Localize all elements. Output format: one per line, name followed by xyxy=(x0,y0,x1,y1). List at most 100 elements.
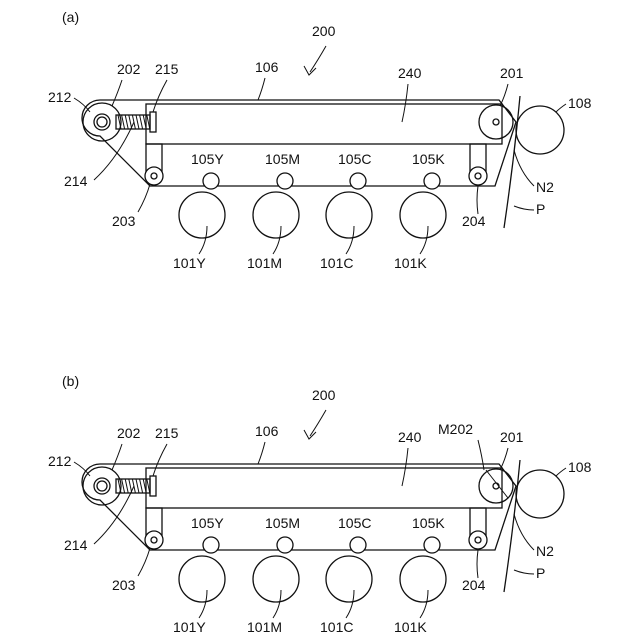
leader-202 xyxy=(112,80,122,106)
panel-caption: (b) xyxy=(62,373,79,389)
photoreceptor-drum-2 xyxy=(326,556,372,602)
primary-roller-3 xyxy=(424,537,440,553)
leader-N2 xyxy=(514,514,534,550)
roller-201-axis xyxy=(493,119,499,125)
leader-215 xyxy=(153,444,167,476)
label-214: 214 xyxy=(64,537,88,553)
roller-202 xyxy=(83,103,121,141)
label-primary-1: 105M xyxy=(265,515,300,531)
label-201: 201 xyxy=(500,429,524,445)
spring-coil xyxy=(136,115,139,129)
label-P: P xyxy=(536,565,545,581)
primary-roller-0 xyxy=(203,173,219,189)
label-N2: N2 xyxy=(536,179,554,195)
panel-caption: (a) xyxy=(62,9,79,25)
leader-214 xyxy=(94,486,134,544)
label-204: 204 xyxy=(462,577,486,593)
secondary-transfer-roller-108 xyxy=(516,470,564,518)
photoreceptor-drum-3 xyxy=(400,556,446,602)
label-106: 106 xyxy=(255,59,279,75)
secondary-transfer-roller-108 xyxy=(516,106,564,154)
primary-roller-3 xyxy=(424,173,440,189)
label-assembly: 200 xyxy=(312,23,336,39)
panel-a: (a)200105Y101Y105M101M105C101C105K101K21… xyxy=(48,9,592,271)
screw-head xyxy=(150,112,156,132)
spring-coil xyxy=(140,479,143,493)
assembly-arrowhead xyxy=(304,66,316,75)
spring-coil xyxy=(136,479,139,493)
label-primary-2: 105C xyxy=(338,515,371,531)
label-primary-3: 105K xyxy=(412,151,445,167)
primary-roller-0 xyxy=(203,537,219,553)
label-214: 214 xyxy=(64,173,88,189)
roller-202 xyxy=(83,467,121,505)
label-drum-1: 101M xyxy=(247,619,282,635)
leader-240 xyxy=(402,448,408,486)
leader-P xyxy=(514,206,534,210)
roller-204 xyxy=(469,531,487,549)
frame-240 xyxy=(146,468,502,508)
primary-roller-2 xyxy=(350,173,366,189)
spring-coil xyxy=(122,479,125,493)
movement-line xyxy=(486,470,508,498)
label-primary-0: 105Y xyxy=(191,515,224,531)
roller-203 xyxy=(145,167,163,185)
label-P: P xyxy=(536,201,545,217)
panel-b: (b)200105Y101Y105M101M105C101C105K101K21… xyxy=(48,373,592,635)
label-drum-3: 101K xyxy=(394,619,427,635)
roller-203 xyxy=(145,531,163,549)
label-215: 215 xyxy=(155,425,179,441)
roller-204 xyxy=(469,167,487,185)
photoreceptor-drum-1 xyxy=(253,556,299,602)
leader-106 xyxy=(258,78,265,100)
spring-215 xyxy=(116,476,156,496)
leader-203 xyxy=(138,184,150,212)
label-drum-2: 101C xyxy=(320,255,353,271)
spring-coil xyxy=(125,115,128,129)
label-drum-2: 101C xyxy=(320,619,353,635)
label-240: 240 xyxy=(398,429,422,445)
photoreceptor-drum-3 xyxy=(400,192,446,238)
leader-106 xyxy=(258,442,265,464)
label-201: 201 xyxy=(500,65,524,81)
label-202: 202 xyxy=(117,425,141,441)
assembly-arrow xyxy=(310,46,326,72)
leader-215 xyxy=(153,80,167,112)
spring-coil xyxy=(122,115,125,129)
label-N2: N2 xyxy=(536,543,554,559)
leader-214 xyxy=(94,122,134,180)
label-106: 106 xyxy=(255,423,279,439)
label-108: 108 xyxy=(568,459,592,475)
label-primary-0: 105Y xyxy=(191,151,224,167)
photoreceptor-drum-0 xyxy=(179,556,225,602)
roller-202-axis xyxy=(97,117,107,127)
photoreceptor-drum-0 xyxy=(179,192,225,238)
label-drum-0: 101Y xyxy=(173,619,206,635)
label-212: 212 xyxy=(48,453,72,469)
leader-201 xyxy=(500,84,508,106)
label-203: 203 xyxy=(112,577,136,593)
assembly-arrow xyxy=(310,410,326,436)
leader-N2 xyxy=(514,150,534,186)
roller-201 xyxy=(479,105,513,139)
spring-coil xyxy=(140,115,143,129)
screw-head xyxy=(150,476,156,496)
primary-roller-2 xyxy=(350,537,366,553)
label-drum-3: 101K xyxy=(394,255,427,271)
frame-240 xyxy=(146,104,502,144)
label-202: 202 xyxy=(117,61,141,77)
assembly-arrowhead xyxy=(304,430,316,439)
label-M202: M202 xyxy=(438,421,473,437)
leader-204 xyxy=(477,186,478,214)
primary-roller-1 xyxy=(277,173,293,189)
label-primary-2: 105C xyxy=(338,151,371,167)
label-drum-1: 101M xyxy=(247,255,282,271)
photoreceptor-drum-1 xyxy=(253,192,299,238)
leader-240 xyxy=(402,84,408,122)
label-212: 212 xyxy=(48,89,72,105)
label-drum-0: 101Y xyxy=(173,255,206,271)
label-204: 204 xyxy=(462,213,486,229)
leader-204 xyxy=(477,550,478,578)
spring-215 xyxy=(116,112,156,132)
